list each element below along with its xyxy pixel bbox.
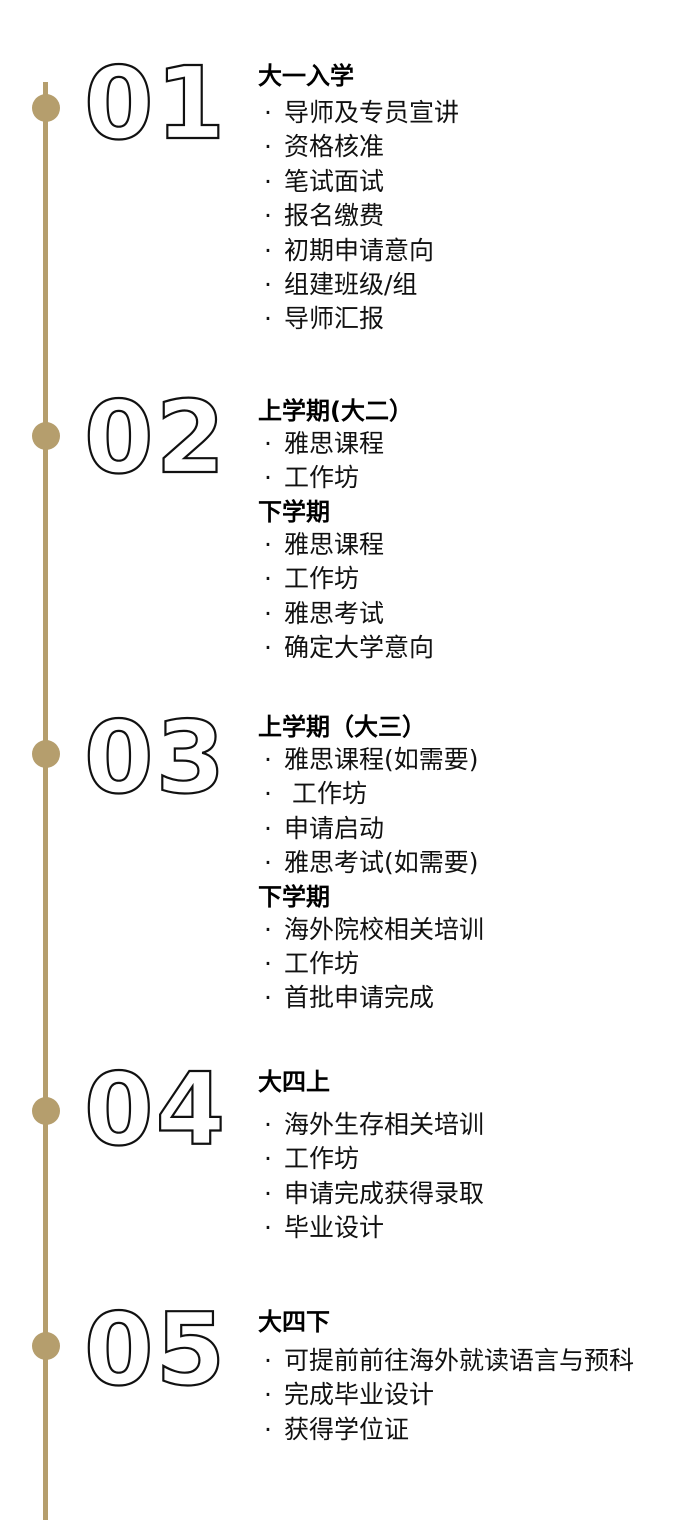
timeline-dot: [32, 1332, 60, 1360]
timeline-dot: [32, 94, 60, 122]
timeline-dot: [32, 422, 60, 450]
svg-text:02: 02: [84, 379, 227, 496]
stage-number: 05: [83, 1290, 226, 1409]
list-item: ·雅思考试(如需要): [264, 848, 479, 878]
list-item: ·首批申请完成: [264, 983, 435, 1013]
list-item: ·获得学位证: [264, 1414, 410, 1444]
list-item: ·雅思课程(如需要): [264, 745, 479, 774]
stage-content: 大一入学 ·导师及专员宣讲 ·资格核准 ·笔试面试 ·报名缴费 ·初期申请意向 …: [258, 60, 698, 337]
stage-number: 01: [83, 44, 226, 163]
list-item: ·海外生存相关培训: [264, 1110, 485, 1139]
list-item: · 工作坊: [264, 779, 367, 809]
stage-content: 大四下 ·可提前前往海外就读语言与预科 ·完成毕业设计 ·获得学位证: [258, 1306, 698, 1447]
timeline-dot: [32, 740, 60, 768]
list-item: ·笔试面试: [264, 166, 385, 196]
list-item: ·海外院校相关培训: [264, 914, 485, 944]
stage-number: 04: [83, 1050, 226, 1169]
stage-number: 03: [83, 698, 226, 817]
stage-content: 大四上 ·海外生存相关培训 ·工作坊 ·申请完成获得录取 ·毕业设计: [258, 1066, 698, 1246]
list-item: ·申请启动: [264, 813, 385, 843]
timeline-dot: [32, 1097, 60, 1125]
list-item: ·工作坊: [264, 463, 360, 493]
list-item: ·资格核准: [264, 132, 385, 162]
list-item: ·工作坊: [264, 564, 360, 594]
list-item: ·导师汇报: [264, 304, 385, 334]
stage-heading: 上学期（大三）: [258, 713, 426, 741]
list-item: ·导师及专员宣讲: [264, 98, 460, 127]
stage-heading: 大一入学: [258, 62, 354, 90]
stage-heading: 下学期: [258, 497, 330, 526]
list-item: ·雅思课程: [264, 529, 385, 559]
list-item: ·组建班级/组: [264, 269, 418, 299]
svg-text:04: 04: [84, 1051, 227, 1168]
svg-text:01: 01: [84, 45, 227, 162]
list-item: ·雅思考试: [264, 598, 385, 628]
list-item: ·确定大学意向: [264, 632, 435, 662]
stage-content: 上学期（大三） ·雅思课程(如需要) · 工作坊 ·申请启动 ·雅思考试(如需要…: [258, 711, 698, 1016]
list-item: ·申请完成获得录取: [264, 1178, 485, 1208]
list-item: ·雅思课程: [264, 429, 385, 458]
stage-heading: 大四上: [258, 1068, 330, 1096]
list-item: ·初期申请意向: [264, 235, 435, 265]
list-item: ·工作坊: [264, 948, 360, 978]
stage-content: 上学期(大二） ·雅思课程 ·工作坊 下学期 ·雅思课程 ·工作坊 ·雅思考试 …: [258, 395, 698, 665]
list-item: ·可提前前往海外就读语言与预科: [264, 1346, 635, 1375]
stage-heading: 大四下: [258, 1308, 330, 1336]
svg-text:03: 03: [84, 699, 227, 816]
stage-heading: 下学期: [258, 882, 330, 911]
stage-heading: 上学期(大二）: [258, 397, 413, 425]
list-item: ·毕业设计: [264, 1213, 385, 1243]
stage-number: 02: [83, 378, 226, 497]
list-item: ·报名缴费: [264, 201, 385, 231]
svg-text:05: 05: [84, 1291, 227, 1408]
list-item: ·工作坊: [264, 1144, 360, 1174]
list-item: ·完成毕业设计: [264, 1380, 435, 1410]
timeline-line: [43, 82, 48, 1520]
